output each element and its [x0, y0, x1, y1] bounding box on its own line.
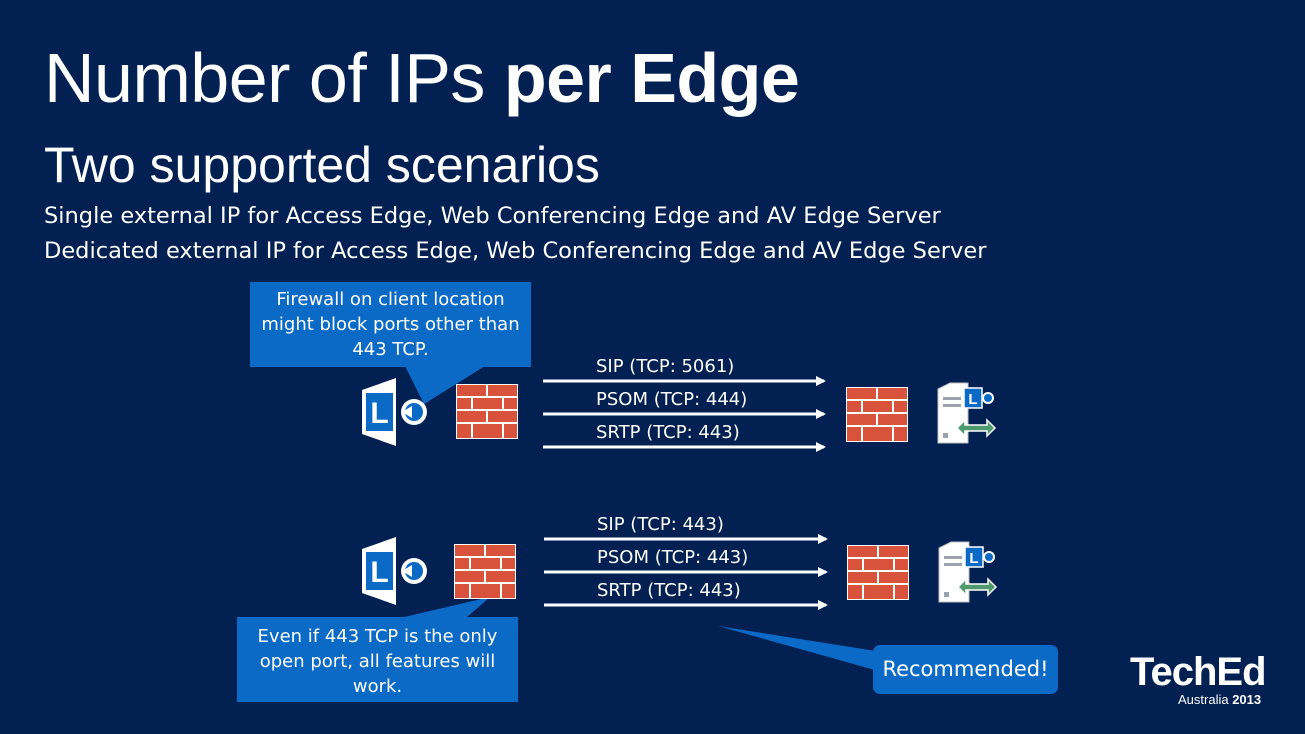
page-subtitle: Two supported scenarios: [44, 137, 600, 193]
edge-server-icon-top: [937, 382, 996, 444]
recommended-badge: Recommended!: [873, 645, 1058, 694]
flow-label-sip-top: SIP (TCP: 5061): [596, 356, 735, 377]
recommended-pointer: [718, 626, 882, 672]
callout-all-features: Even if 443 TCP is the only open port, a…: [237, 617, 518, 702]
edge-server-icon-bottom: [938, 541, 997, 603]
flow-label-srtp-bottom: SRTP (TCP: 443): [597, 580, 741, 601]
flow-label-psom-top: PSOM (TCP: 444): [596, 389, 748, 410]
callout-pointer-top: [405, 366, 485, 404]
logo-year: 2013: [1232, 692, 1262, 707]
firewall-icon-client-bottom: [454, 544, 516, 599]
page-title: Number of IPs per Edge: [44, 38, 800, 118]
title-bold: per Edge: [503, 39, 800, 117]
bullet-single-ip: Single external IP for Access Edge, Web …: [44, 203, 941, 229]
firewall-icon-edge-bottom: [847, 545, 909, 600]
firewall-icon-client-top: [456, 384, 518, 439]
callout-firewall-warning: Firewall on client location might block …: [250, 282, 531, 367]
lync-client-icon-bottom: [362, 537, 427, 605]
flow-label-sip-bottom: SIP (TCP: 443): [597, 514, 724, 535]
firewall-icon-edge-top: [846, 387, 908, 442]
title-regular: Number of IPs: [44, 39, 504, 117]
teched-logo-subtitle: Australia 2013: [1178, 692, 1261, 708]
bullet-dedicated-ip: Dedicated external IP for Access Edge, W…: [44, 238, 987, 264]
logo-region: Australia: [1178, 692, 1229, 707]
flow-label-srtp-top: SRTP (TCP: 443): [596, 422, 740, 443]
callout-pointer-bottom: [400, 597, 490, 618]
flow-label-psom-bottom: PSOM (TCP: 443): [597, 547, 749, 568]
teched-logo: TechEd: [1130, 650, 1267, 694]
